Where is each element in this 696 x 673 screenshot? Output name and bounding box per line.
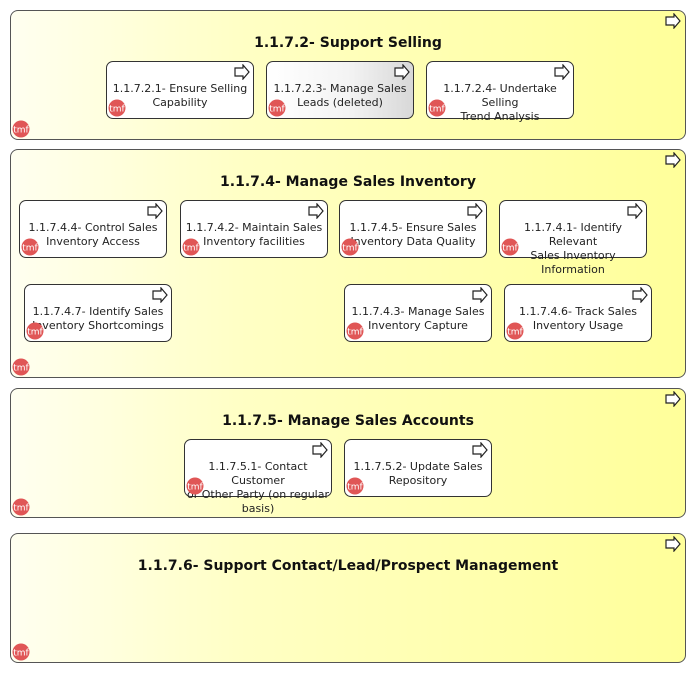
svg-text:tmf: tmf (347, 328, 363, 338)
process-box[interactable]: 1.1.7.4.2- Maintain Sales Inventory faci… (180, 200, 328, 258)
svg-text:tmf: tmf (502, 244, 518, 254)
process-arrow-icon (554, 64, 570, 80)
process-label: 1.1.7.2.4- Undertake Selling Trend Analy… (443, 82, 557, 123)
process-box-deleted[interactable]: 1.1.7.2.3- Manage Sales Leads (deleted) … (266, 61, 414, 119)
tmf-badge-icon: tmf (12, 120, 30, 138)
process-label: 1.1.7.5.1- Contact Customer or Other Par… (186, 460, 329, 515)
process-box[interactable]: 1.1.7.4.4- Control Sales Inventory Acces… (19, 200, 167, 258)
process-label: 1.1.7.4.1- Identify Relevant Sales Inven… (524, 221, 622, 276)
group-title: 1.1.7.6- Support Contact/Lead/Prospect M… (137, 558, 559, 574)
process-arrow-icon (152, 287, 168, 303)
group-title: 1.1.7.5- Manage Sales Accounts (222, 413, 474, 429)
svg-text:tmf: tmf (109, 105, 125, 115)
tmf-badge-icon: tmf (108, 99, 126, 117)
process-arrow-icon (665, 391, 681, 407)
tmf-badge-icon: tmf (12, 643, 30, 661)
process-label: 1.1.7.5.2- Update Sales Repository (353, 460, 483, 487)
process-arrow-icon (472, 442, 488, 458)
svg-text:tmf: tmf (13, 504, 29, 514)
tmf-badge-icon: tmf (346, 477, 364, 495)
process-box[interactable]: 1.1.7.4.3- Manage Sales Inventory Captur… (344, 284, 492, 342)
svg-text:tmf: tmf (429, 105, 445, 115)
process-box[interactable]: 1.1.7.5.2- Update Sales Repository tmf (344, 439, 492, 497)
process-arrow-icon (467, 203, 483, 219)
svg-text:tmf: tmf (22, 244, 38, 254)
tmf-badge-icon: tmf (428, 99, 446, 117)
process-box[interactable]: 1.1.7.4.1- Identify Relevant Sales Inven… (499, 200, 647, 276)
process-arrow-icon (665, 536, 681, 552)
group-title: 1.1.7.4- Manage Sales Inventory (220, 174, 476, 190)
process-box[interactable]: 1.1.7.2.4- Undertake Selling Trend Analy… (426, 61, 574, 123)
tmf-badge-icon: tmf (21, 238, 39, 256)
process-label: 1.1.7.4.6- Track Sales Inventory Usage (518, 305, 637, 332)
process-arrow-icon (308, 203, 324, 219)
process-label: 1.1.7.2.3- Manage Sales Leads (deleted) (273, 82, 407, 109)
process-arrow-icon (472, 287, 488, 303)
svg-text:tmf: tmf (507, 328, 523, 338)
process-label: 1.1.7.4.3- Manage Sales Inventory Captur… (351, 305, 485, 332)
process-box[interactable]: 1.1.7.4.6- Track Sales Inventory Usage t… (504, 284, 652, 342)
svg-text:tmf: tmf (347, 483, 363, 493)
process-label: 1.1.7.4.2- Maintain Sales Inventory faci… (185, 221, 323, 248)
process-arrow-icon (665, 13, 681, 29)
process-arrow-icon (234, 64, 250, 80)
svg-text:tmf: tmf (13, 126, 29, 136)
svg-text:tmf: tmf (342, 244, 358, 254)
svg-text:tmf: tmf (27, 328, 43, 338)
tmf-badge-icon: tmf (506, 322, 524, 340)
process-label: 1.1.7.4.7- Identify Sales Inventory Shor… (32, 305, 164, 332)
svg-text:tmf: tmf (13, 649, 29, 659)
svg-text:tmf: tmf (13, 364, 29, 374)
process-box[interactable]: 1.1.7.5.1- Contact Customer or Other Par… (184, 439, 332, 515)
tmf-badge-icon: tmf (12, 498, 30, 516)
tmf-badge-icon: tmf (346, 322, 364, 340)
svg-text:tmf: tmf (269, 105, 285, 115)
process-arrow-icon (394, 64, 410, 80)
group-support-contact-lead-prospect[interactable]: 1.1.7.6- Support Contact/Lead/Prospect M… (10, 533, 686, 663)
tmf-badge-icon: tmf (501, 238, 519, 256)
tmf-badge-icon: tmf (182, 238, 200, 256)
process-arrow-icon (632, 287, 648, 303)
group-manage-sales-accounts[interactable]: 1.1.7.5- Manage Sales Accounts tmf 1.1.7… (10, 388, 686, 518)
tmf-badge-icon: tmf (341, 238, 359, 256)
process-arrow-icon (147, 203, 163, 219)
process-label: 1.1.7.4.4- Control Sales Inventory Acces… (28, 221, 158, 248)
process-arrow-icon (627, 203, 643, 219)
tmf-badge-icon: tmf (268, 99, 286, 117)
process-label: 1.1.7.4.5- Ensure Sales Inventory Data Q… (349, 221, 477, 248)
process-label: 1.1.7.2.1- Ensure Selling Capability (112, 82, 248, 109)
tmf-badge-icon: tmf (186, 477, 204, 495)
group-manage-sales-inventory[interactable]: 1.1.7.4- Manage Sales Inventory tmf 1.1.… (10, 149, 686, 378)
process-arrow-icon (665, 152, 681, 168)
group-support-selling[interactable]: 1.1.7.2- Support Selling tmf 1.1.7.2.1- … (10, 10, 686, 140)
process-arrow-icon (312, 442, 328, 458)
svg-text:tmf: tmf (187, 483, 203, 493)
svg-text:tmf: tmf (183, 244, 199, 254)
process-box[interactable]: 1.1.7.2.1- Ensure Selling Capability tmf (106, 61, 254, 119)
group-title: 1.1.7.2- Support Selling (254, 35, 442, 51)
process-box[interactable]: 1.1.7.4.5- Ensure Sales Inventory Data Q… (339, 200, 487, 258)
tmf-badge-icon: tmf (12, 358, 30, 376)
process-box[interactable]: 1.1.7.4.7- Identify Sales Inventory Shor… (24, 284, 172, 342)
tmf-badge-icon: tmf (26, 322, 44, 340)
